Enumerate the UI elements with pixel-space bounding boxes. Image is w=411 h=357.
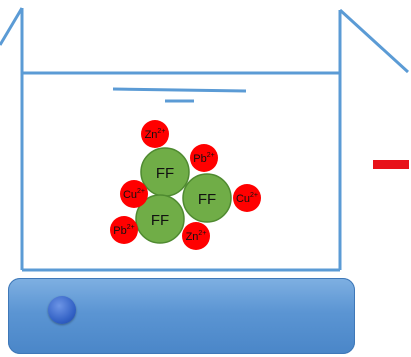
ion-label: Zn2+ [145, 128, 166, 141]
ion-label: Cu2+ [236, 192, 258, 205]
red-minus-dash [373, 160, 409, 169]
beaker [0, 7, 410, 272]
flake-label: FF [198, 191, 216, 208]
ion-cu-left: Cu2+ [120, 180, 148, 208]
ion-label: Pb2+ [193, 152, 214, 165]
ion-pb-bottom: Pb2+ [110, 216, 138, 244]
stirrer-knob[interactable] [48, 296, 76, 324]
flakes: FF FF FF [135, 147, 232, 244]
flake-label: FF [151, 212, 169, 229]
flake-3: FF [135, 194, 185, 244]
liquid-surface-line [112, 87, 247, 93]
ion-pb-top: Pb2+ [190, 144, 218, 172]
flake-1: FF [140, 147, 190, 197]
beaker-right-spout [338, 8, 410, 74]
ion-cu-right: Cu2+ [233, 184, 261, 212]
ion-label: Zn2+ [186, 230, 207, 243]
ion-label: Pb2+ [113, 224, 134, 237]
flake-label: FF [156, 165, 174, 182]
ion-label: Cu2+ [123, 188, 145, 201]
flake-2: FF [182, 173, 232, 223]
ions: Zn2+ Pb2+ Cu2+ Cu2+ Pb2+ Zn2+ [110, 120, 261, 250]
ion-zn-top: Zn2+ [141, 120, 169, 148]
ion-zn-bottom: Zn2+ [182, 222, 210, 250]
beaker-left-spout [0, 7, 24, 46]
